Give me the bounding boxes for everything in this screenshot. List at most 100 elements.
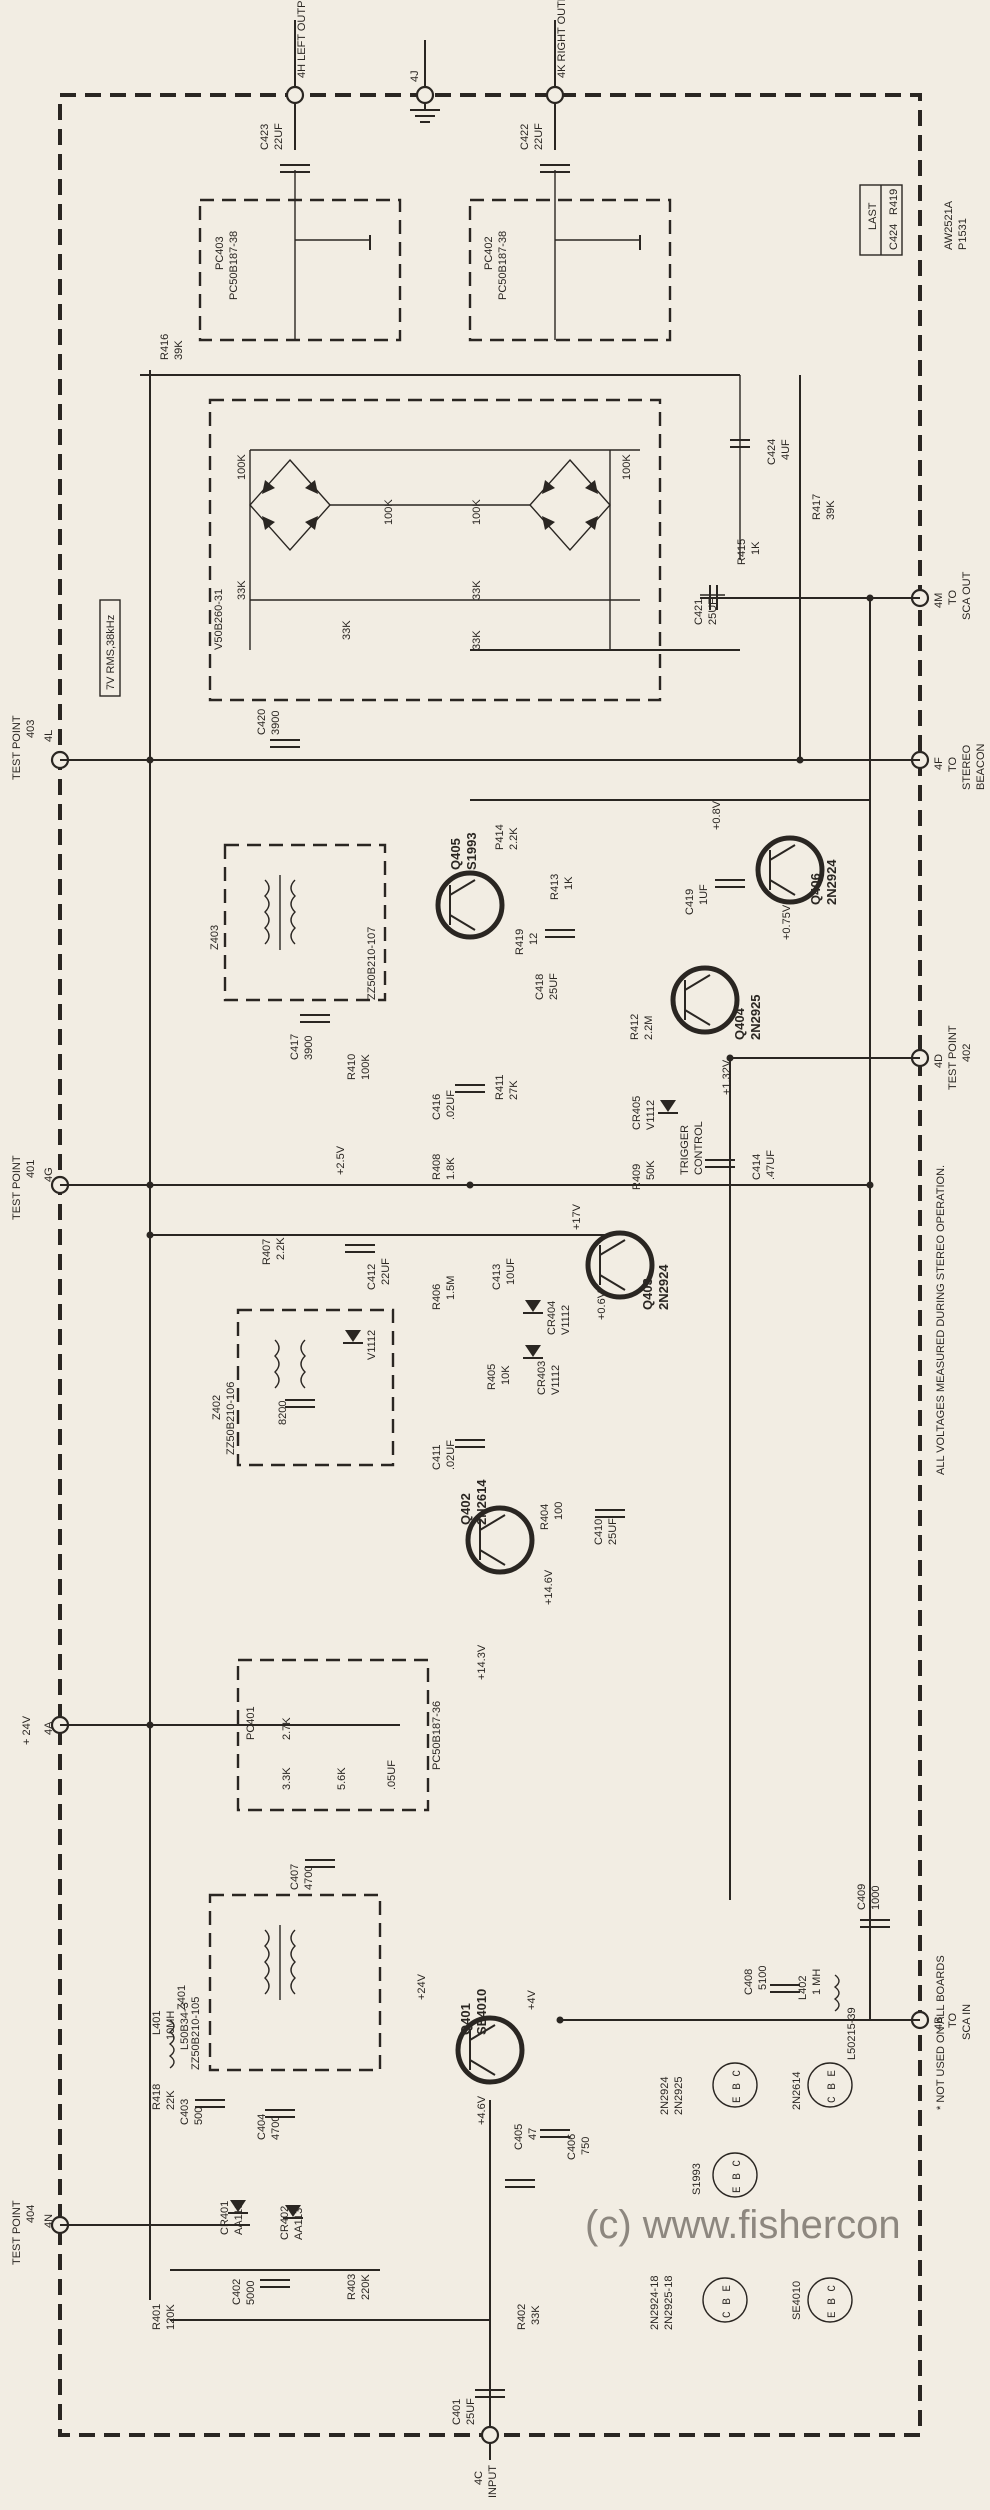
tp402-number: 402: [961, 1044, 973, 1062]
r403-value: 220K: [360, 2274, 372, 2300]
junction-dots: [146, 594, 874, 2024]
plus24-label: + 24V: [21, 1715, 33, 1745]
c417-value: 3900: [303, 1036, 315, 1060]
pc401-r1: 2.7K: [281, 1717, 293, 1740]
v-1p32: +1.32V: [721, 1059, 733, 1095]
output-terminals: [285, 20, 565, 150]
c422-value: 22UF: [533, 123, 545, 150]
r-100k-c: 100K: [471, 499, 483, 525]
c424-value: 4UF: [780, 439, 792, 460]
q403-type: 2N2924: [656, 1264, 671, 1310]
q403-label: Q403: [640, 1278, 655, 1310]
q401-label: Q401: [458, 2003, 473, 2035]
pc403-part: PC50B187-38: [228, 231, 240, 300]
v-14p6: +14.6V: [543, 1569, 555, 1605]
r407-value: 2.2K: [275, 1237, 287, 1260]
c423-value: 22UF: [273, 123, 285, 150]
r416-value: 39K: [173, 340, 185, 360]
terminal-4j[interactable]: [415, 85, 435, 105]
cr401-diode: [230, 2200, 246, 2212]
q404-transistor: [670, 965, 740, 1035]
r412-value: 2.2M: [643, 1016, 655, 1040]
terminal-4k[interactable]: [545, 85, 565, 105]
r415-label: R415: [736, 539, 748, 565]
r410-label: R410: [346, 1054, 358, 1080]
l401-value: 10MH: [165, 2011, 177, 2040]
beacon-stereo: STEREO: [961, 744, 973, 790]
q405-label: Q405: [448, 838, 463, 870]
q401-type: SE4010: [474, 1989, 489, 2035]
c401-value: 25UF: [465, 2398, 477, 2425]
c405-label: C405: [513, 2124, 525, 2150]
z402-module: [236, 1308, 395, 1467]
c407-label: C407: [289, 1864, 301, 1890]
z402-label: Z402: [211, 1395, 223, 1420]
legend-pkg-3-pins: E B C: [732, 2160, 744, 2193]
p414-value: 2.2K: [508, 827, 520, 850]
cr401-label: CR401: [219, 2201, 231, 2235]
r411-label: R411: [494, 1075, 506, 1100]
r-33k-b: 33K: [341, 620, 353, 640]
c422-label: C422: [519, 124, 531, 150]
z402-part: ZZ50B210-106: [225, 1382, 237, 1455]
c403-label: C403: [179, 2099, 191, 2125]
pc402-part: PC50B187-38: [497, 231, 509, 300]
cr402-diode: [285, 2205, 301, 2217]
q402-transistor: [465, 1505, 535, 1575]
c405-value: 47: [527, 2128, 539, 2140]
v-4: +4V: [526, 1989, 538, 2010]
c416-value: .02UF: [445, 1090, 457, 1120]
pc401-r3: 5.6K: [336, 1767, 348, 1790]
node-4d: 4D: [933, 1054, 945, 1068]
r404-value: 100: [553, 1502, 565, 1520]
c424-label: C424: [766, 439, 778, 465]
legend-pkg-2-pins: C B E: [827, 2070, 839, 2103]
r406-label: R406: [431, 1284, 443, 1310]
beacon-label: BEACON: [975, 743, 987, 790]
cr405-diode: [660, 1100, 676, 1112]
z401-label: Z401: [176, 1985, 188, 2010]
node-4l: 4L: [43, 730, 55, 742]
c409-value: 1000: [870, 1886, 882, 1910]
r418-value: 22K: [165, 2090, 177, 2110]
terminal-4h[interactable]: [285, 85, 305, 105]
pc403-module: [198, 198, 402, 342]
r-33k-d: 33K: [471, 630, 483, 650]
cr402-value: AA113: [293, 2208, 305, 2240]
c408-value: 5100: [757, 1966, 769, 1990]
watermark-text: (c) www.fishercon: [585, 2203, 901, 2247]
terminal-4c[interactable]: [480, 2425, 500, 2445]
v-2p5: +2.5V: [335, 1145, 347, 1175]
legend-2n2925-18: 2N2925-18: [663, 2276, 675, 2330]
v-0p8: +0.8V: [711, 800, 723, 830]
legend-pkg-5-pins: E B C: [827, 2285, 839, 2318]
r419-value: 12: [528, 933, 540, 945]
legend-pkg-4-pins: C B E: [722, 2285, 734, 2318]
r408-label: R408: [431, 1154, 443, 1180]
r401-label: R401: [151, 2304, 163, 2330]
cr401-value: AA113: [233, 2203, 245, 2235]
last-c: C424: [888, 224, 900, 250]
label-left-output: 4H LEFT OUTPUT: [296, 0, 308, 78]
r407-label: R407: [261, 1239, 273, 1265]
r402-value: 33K: [530, 2305, 542, 2325]
pc401-c: .05UF: [386, 1760, 398, 1790]
node-4c: 4C: [473, 2471, 485, 2485]
bridge-right: [529, 458, 611, 552]
last-r: R419: [888, 189, 900, 215]
trigger-label: TRIGGER: [679, 1125, 691, 1175]
r402-label: R402: [516, 2304, 528, 2330]
c412-value: 22UF: [380, 1258, 392, 1285]
not-used-note: * NOT USED ON ALL BOARDS: [935, 1955, 947, 2110]
z403-module: [223, 843, 387, 1002]
label-right-output: 4K RIGHT OUTPUT: [556, 0, 568, 78]
r-100k-b: 100K: [383, 499, 395, 525]
legend-pkg-4: [702, 2277, 748, 2323]
l402-label: L402: [797, 1976, 809, 2000]
r416-label: R416: [159, 334, 171, 360]
sca-in-label: SCA IN: [961, 2004, 973, 2040]
l402-value: 1 MH: [811, 1969, 823, 1995]
z403-part: ZZ50B210-107: [366, 927, 378, 1000]
